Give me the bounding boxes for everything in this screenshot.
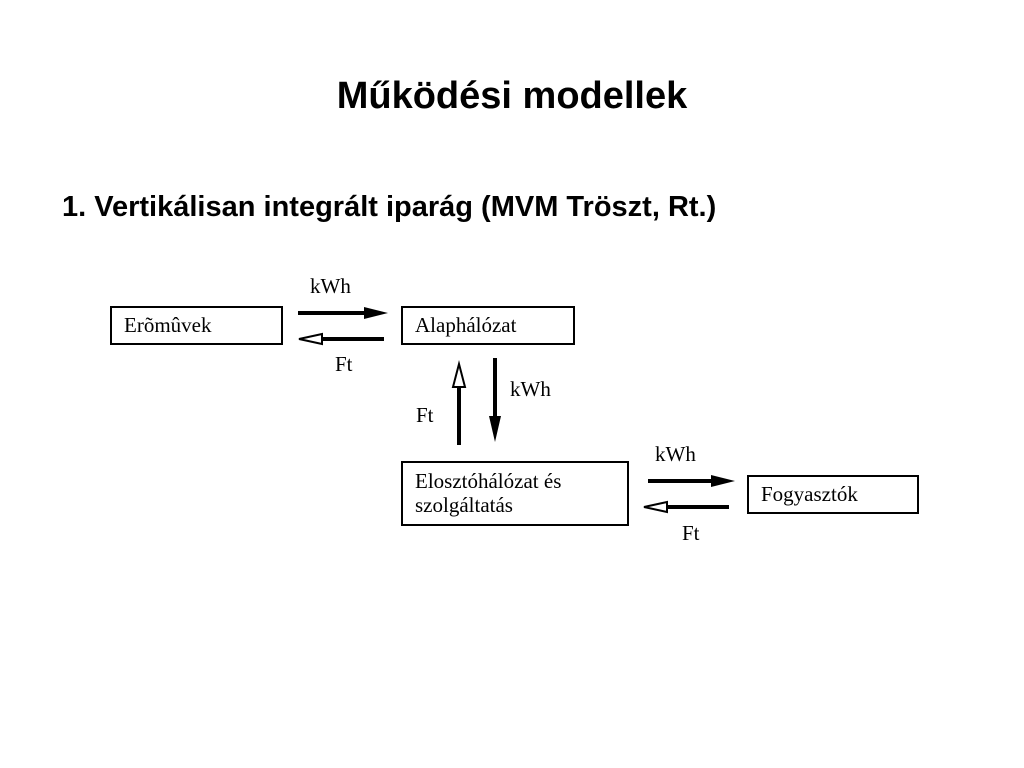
node-backbone-network: Alaphálózat <box>401 306 575 345</box>
node-power-plants-label: Erõmûvek <box>124 313 212 337</box>
label-energy-backbone-to-distribution: kWh <box>510 377 551 401</box>
label-money-backbone-to-plants: Ft <box>335 352 353 376</box>
arrow-energy-plants-to-backbone <box>298 307 388 319</box>
label-energy-distribution-to-consumers: kWh <box>655 442 696 466</box>
arrow-money-consumers-to-distribution <box>643 500 729 514</box>
slide-title: Működési modellek <box>336 75 688 117</box>
label-energy-plants-to-backbone: kWh <box>310 274 351 298</box>
node-backbone-network-label: Alaphálózat <box>415 313 517 337</box>
node-consumers-label: Fogyasztók <box>761 482 858 506</box>
label-money-distribution-to-backbone: Ft <box>416 403 434 427</box>
node-consumers: Fogyasztók <box>747 475 919 514</box>
node-power-plants: Erõmûvek <box>110 306 283 345</box>
arrow-energy-distribution-to-consumers <box>648 475 735 487</box>
arrow-money-distribution-to-backbone <box>451 360 467 445</box>
label-money-consumers-to-distribution: Ft <box>682 521 700 545</box>
node-distribution-label-line2: szolgáltatás <box>415 493 513 517</box>
node-distribution-label-line1: Elosztóhálózat és <box>415 469 562 493</box>
arrow-money-backbone-to-plants <box>298 332 384 346</box>
node-distribution: Elosztóhálózat és szolgáltatás <box>401 461 629 526</box>
arrow-energy-backbone-to-distribution <box>489 358 501 442</box>
slide-subtitle: 1. Vertikálisan integrált iparág (MVM Tr… <box>62 191 717 223</box>
